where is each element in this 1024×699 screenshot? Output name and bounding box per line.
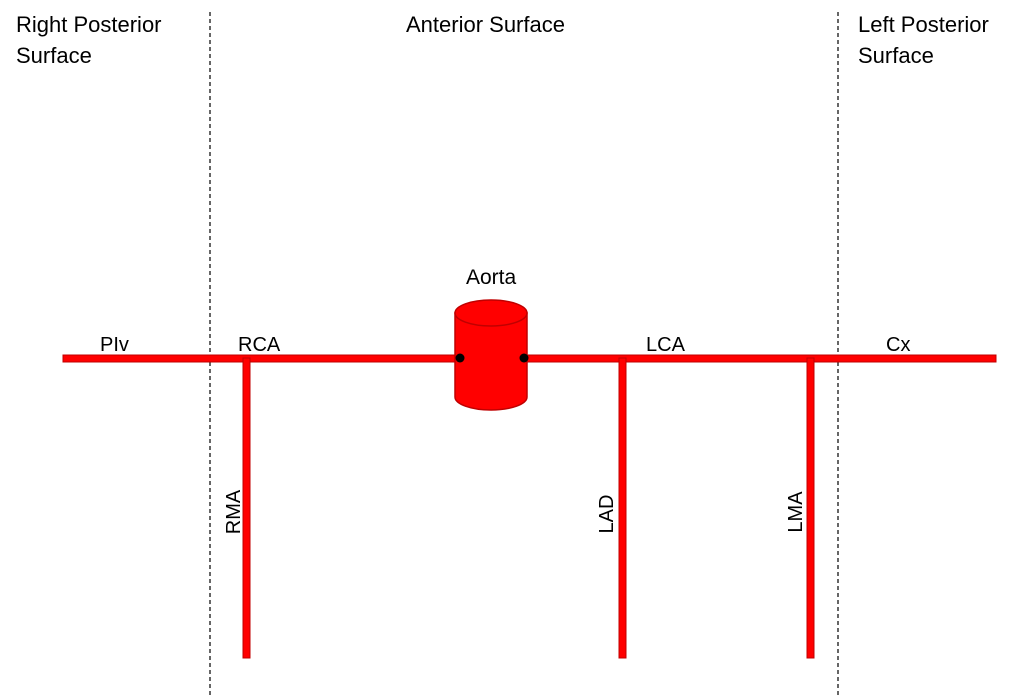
aorta-cylinder	[454, 299, 528, 411]
vessel-label-plv: PIv	[100, 334, 129, 356]
vessel-label-lad: LAD	[596, 494, 618, 534]
vessel-label-rma: RMA	[223, 489, 245, 535]
junction-dot-right	[519, 353, 529, 363]
vessel-lad	[618, 357, 627, 659]
aorta-label: Aorta	[466, 266, 517, 289]
vessel-label-rca: RCA	[238, 334, 281, 356]
region-label-left-posterior: Left Posterior Surface	[858, 12, 989, 68]
region-label-anterior: Anterior Surface	[406, 12, 565, 37]
region-label-right-posterior: Right Posterior Surface	[16, 12, 162, 68]
vessel-rma	[242, 357, 251, 659]
vessel-label-lca: LCA	[646, 334, 685, 356]
vessel-lma	[806, 357, 815, 659]
vessel-lca-cx	[517, 354, 997, 363]
vessel-label-lma: LMA	[785, 491, 807, 533]
vessel-label-cx: Cx	[886, 334, 911, 356]
junction-dot-left	[455, 353, 465, 363]
